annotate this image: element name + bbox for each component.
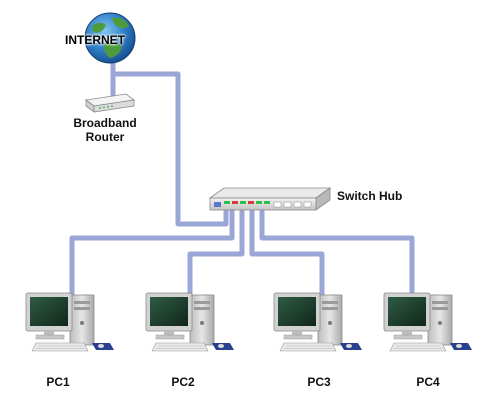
router-label-line2: Router xyxy=(85,130,125,144)
router-label: Broadband Router xyxy=(55,116,155,144)
pc3-computer-icon xyxy=(273,292,363,352)
pc4-label: PC4 xyxy=(416,375,440,389)
cable-switch-pc1 xyxy=(69,210,235,298)
pc3-label: PC3 xyxy=(307,375,331,389)
pc4-computer-icon xyxy=(383,292,473,352)
cable-router-switch xyxy=(110,71,229,227)
router-label-line1: Broadband xyxy=(73,116,137,130)
internet-label: INTERNET xyxy=(65,33,125,47)
pc1-label: PC1 xyxy=(46,375,70,389)
globe-icon xyxy=(84,12,136,64)
router-icon xyxy=(84,93,136,113)
cable-switch-pc3 xyxy=(249,210,325,298)
switch-icon xyxy=(208,187,332,211)
pc2-computer-icon xyxy=(145,292,235,352)
pc1-computer-icon xyxy=(25,292,115,352)
pc2-label: PC2 xyxy=(171,375,195,389)
switch-label: Switch Hub xyxy=(337,189,403,203)
cable-switch-pc2 xyxy=(187,210,245,298)
cable-switch-pc4 xyxy=(259,210,415,298)
